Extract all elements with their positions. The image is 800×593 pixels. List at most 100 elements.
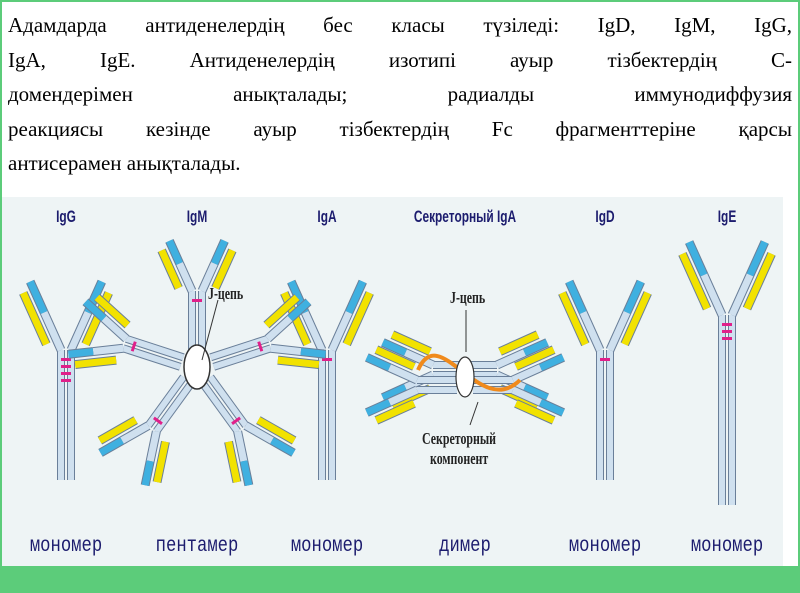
heavy-chain-arm (265, 315, 293, 342)
antibody (209, 294, 326, 371)
light-chain (264, 294, 300, 328)
variable-region (381, 339, 407, 356)
antibody (157, 238, 237, 351)
heavy-chain-arm (387, 386, 419, 406)
light-chain (94, 294, 130, 328)
secretory-component-label-2: компонент (430, 449, 489, 468)
antibody-diagram-panel (2, 197, 783, 567)
disulfide-bond (61, 379, 71, 382)
paragraph-line: Адамдарда антиденелердің бес класы түзіл… (8, 13, 792, 37)
variable-region (523, 384, 549, 401)
heavy-chain-arm (92, 344, 124, 356)
heavy-chain-arm (198, 261, 218, 293)
light-chain (153, 441, 169, 483)
variable-region (623, 280, 644, 314)
dimer-j-chain-label: J-цепь (450, 288, 486, 307)
caption-igd: мономер (568, 535, 642, 558)
heavy-chain-arm (387, 364, 419, 384)
light-chain (621, 291, 651, 346)
caption-igm: пентамер (155, 535, 239, 558)
variable-region (211, 239, 228, 265)
light-chain (212, 248, 236, 290)
heavy-chain-arm (101, 315, 129, 342)
light-chain (514, 346, 556, 370)
igm-j-chain-label: J-цепь (208, 284, 244, 303)
light-chain (498, 331, 540, 355)
variable-region (83, 299, 107, 322)
heavy-chain-arm (579, 310, 604, 352)
light-chain (343, 291, 373, 346)
variable-region (68, 348, 94, 358)
body-paragraph: Адамдарда антиденелердің бес класы түзіл… (8, 8, 792, 181)
light-chain (743, 252, 775, 311)
light-chain (374, 346, 416, 370)
disulfide-bond (722, 330, 732, 333)
secretory-component-pointer (469, 401, 479, 426)
light-chain (74, 356, 117, 369)
variable-region (240, 460, 253, 486)
j-chain (455, 356, 475, 398)
heavy-chain-arm (120, 422, 151, 444)
variable-region (685, 240, 708, 277)
title-igd: IgD (595, 207, 615, 226)
variable-region (27, 280, 48, 314)
antibody (68, 294, 185, 371)
heavy-chain-arm (606, 310, 631, 352)
light-chain (225, 441, 241, 483)
caption-igg: мономер (29, 535, 103, 558)
heavy-chain-arm (700, 273, 726, 317)
heavy-chain-arm (67, 310, 92, 352)
variable-region (365, 399, 391, 416)
paragraph-line: антисерамен анықталады. (8, 151, 241, 175)
variable-region (381, 384, 407, 401)
heavy-chain-arm (146, 430, 160, 462)
heavy-chain-arm (511, 386, 543, 406)
variable-region (300, 348, 326, 358)
title-igg: IgG (56, 207, 76, 226)
antibody (199, 374, 297, 487)
j-chain (183, 344, 211, 390)
heavy-chain-arm (511, 364, 543, 384)
caption-ige: мономер (690, 535, 764, 558)
light-chain (679, 252, 711, 311)
variable-region (270, 437, 296, 456)
j-chain-pointer (201, 299, 219, 361)
heavy-chain-arm (270, 344, 302, 356)
heavy-chain (122, 345, 182, 370)
light-chain (98, 417, 138, 444)
disulfide-bond (322, 358, 332, 361)
light-chain (256, 417, 296, 444)
disulfide-bond (61, 372, 71, 375)
antibody (473, 345, 566, 425)
light-chain (390, 331, 432, 355)
caption-secretory-iga: димер (439, 535, 491, 558)
light-chain (374, 400, 416, 424)
heavy-chain (212, 345, 272, 370)
variable-region (287, 299, 311, 322)
variable-region (365, 354, 391, 371)
variable-region (345, 280, 366, 314)
variable-region (746, 240, 769, 277)
title-iga: IgA (317, 207, 337, 226)
disulfide-bond (257, 341, 264, 352)
footer-bar (0, 566, 800, 593)
disulfide-bond (152, 416, 163, 425)
antibody (97, 374, 195, 487)
heavy-chain-arm (234, 430, 248, 462)
antibody (19, 279, 113, 480)
disulfide-bond (61, 365, 71, 368)
variable-region (141, 460, 154, 486)
disulfide-bond (600, 358, 610, 361)
variable-region (539, 399, 565, 416)
title-secretory-iga: Секреторный IgA (413, 207, 517, 226)
disulfide-bond (192, 299, 202, 302)
light-chain (277, 356, 320, 369)
light-chain (559, 291, 589, 346)
heavy-chain-arm (328, 310, 353, 352)
title-ige: IgE (717, 207, 737, 226)
heavy-chain-arm (301, 310, 326, 352)
heavy-chain-arm (40, 310, 65, 352)
variable-region (98, 437, 124, 456)
